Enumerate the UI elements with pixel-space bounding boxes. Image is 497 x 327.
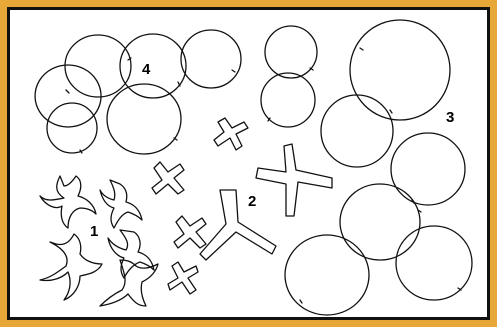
star-blade-shape	[40, 234, 102, 300]
circle-shape	[391, 133, 465, 205]
notch	[66, 90, 69, 93]
circle-group-3	[285, 20, 472, 315]
notch	[390, 110, 392, 113]
notch	[458, 288, 461, 290]
star-blade-shape	[100, 180, 142, 228]
group-label-4: 4	[142, 61, 151, 78]
circle-shape	[321, 95, 393, 167]
star-blade-shape	[108, 230, 154, 278]
notch	[300, 300, 302, 303]
group-label-2: 2	[248, 193, 256, 210]
circle-shape	[340, 184, 420, 260]
circle-shape	[107, 84, 181, 154]
circle-shape	[285, 235, 369, 315]
circle-shape	[396, 226, 472, 300]
circle-shape	[265, 26, 317, 78]
notch	[232, 70, 235, 72]
pattern-sheet: 1 2 3 4	[10, 10, 487, 317]
group-label-1: 1	[90, 223, 98, 240]
star-blade-shape	[100, 260, 158, 306]
notch	[178, 82, 180, 86]
blade-group-1	[40, 162, 206, 306]
circle-shape	[120, 34, 186, 98]
group-label-3: 3	[446, 109, 454, 126]
cross-blade-shape	[174, 216, 206, 248]
circle-shape	[350, 20, 450, 120]
blade-group-2	[200, 118, 332, 260]
cross-blade-shape	[168, 262, 198, 294]
cross-blade-shape	[152, 162, 184, 194]
y-blade-shape	[200, 190, 276, 260]
circle-group-middle	[261, 26, 317, 127]
circle-shape	[181, 30, 241, 88]
circle-shape	[47, 103, 97, 153]
cross-blade-shape	[256, 144, 332, 216]
cross-blade-shape	[214, 118, 248, 150]
cut-pattern-panel: 1 2 3 4	[7, 7, 490, 320]
circle-group-4	[35, 30, 241, 154]
notch	[360, 48, 363, 50]
star-blade-shape	[40, 176, 96, 228]
